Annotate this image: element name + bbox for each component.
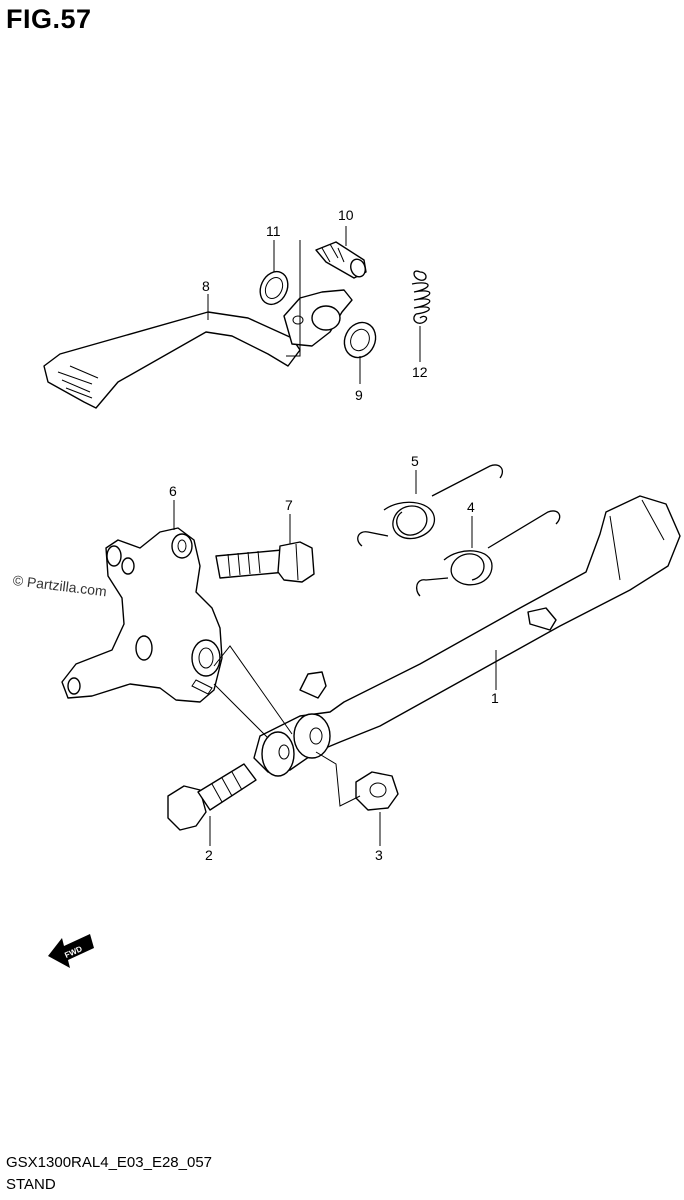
callout-12: 12 (412, 364, 428, 380)
part-7-bolt[interactable] (215, 541, 315, 583)
callout-9: 9 (355, 387, 363, 403)
callout-1: 1 (491, 690, 499, 706)
callout-4: 4 (467, 499, 475, 515)
part-4-spring[interactable] (415, 510, 561, 597)
part-6-bracket[interactable] (61, 527, 223, 703)
part-3-nut[interactable] (355, 771, 399, 811)
callout-6: 6 (169, 483, 177, 499)
part-5-spring[interactable] (357, 464, 504, 547)
leader-lines (173, 226, 497, 846)
part-12-spring[interactable] (411, 270, 431, 324)
callout-8: 8 (202, 278, 210, 294)
callout-2: 2 (205, 847, 213, 863)
part-8-lever[interactable] (43, 289, 353, 409)
diagram-code: GSX1300RAL4_E03_E28_057 (6, 1154, 213, 1171)
part-2-bolt[interactable] (167, 763, 257, 831)
figure-title: FIG.57 (6, 4, 92, 34)
callout-11: 11 (266, 223, 281, 239)
part-11-circlip[interactable] (255, 267, 293, 309)
part-9-washer[interactable] (339, 317, 381, 362)
callout-5: 5 (411, 453, 419, 469)
diagram-name: STAND (6, 1176, 56, 1193)
callout-3: 3 (375, 847, 383, 863)
callout-10: 10 (338, 207, 354, 223)
part-1-stand[interactable] (253, 495, 681, 777)
callout-7: 7 (285, 497, 293, 513)
part-10-pin[interactable] (315, 241, 368, 279)
fwd-arrow-icon: FWD (48, 934, 94, 968)
